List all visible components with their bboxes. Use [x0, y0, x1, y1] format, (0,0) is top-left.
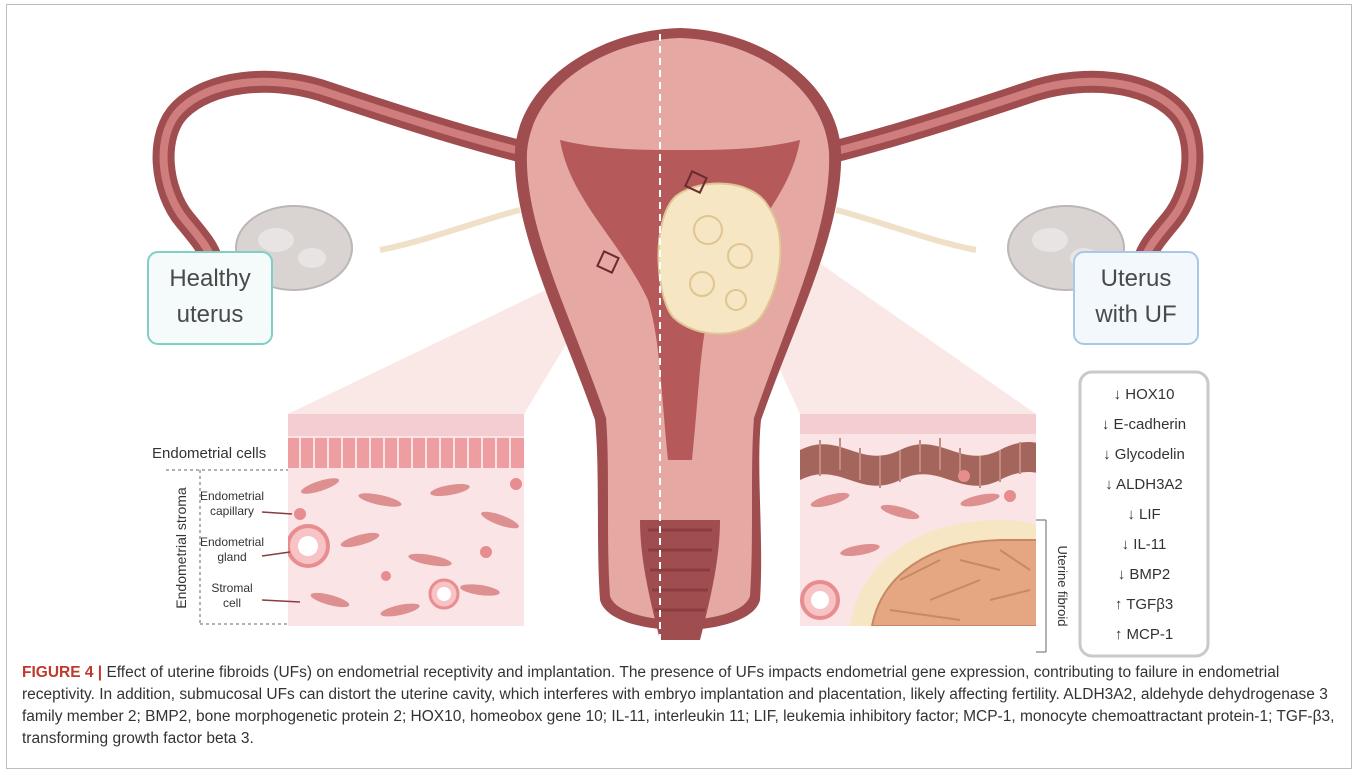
gene-item: ↓ IL-11 — [1122, 536, 1167, 553]
gene-item: ↓ LIF — [1127, 506, 1160, 523]
gland-pointer — [262, 552, 290, 556]
gene-item: ↑ MCP-1 — [1115, 626, 1173, 643]
stromal-cell-label-line1: Stromal — [211, 581, 252, 595]
endometrial-cells-label: Endometrial cells — [152, 445, 266, 462]
uterine-fibroid-label: Uterine fibroid — [1055, 546, 1070, 627]
uterus — [515, 28, 841, 640]
gland-label-line2: gland — [217, 550, 246, 564]
stromal-cell-label-line2: cell — [223, 596, 241, 610]
healthy-tissue-panel — [288, 414, 524, 626]
gene-item: ↑ TGFβ3 — [1115, 596, 1173, 613]
capillary-label-line1: Endometrial — [200, 489, 264, 503]
ovarian-ligament-left — [380, 210, 520, 250]
gene-item: ↓ E-cadherin — [1102, 416, 1186, 433]
caption-text: Effect of uterine fibroids (UFs) on endo… — [22, 664, 1334, 747]
capillary-label-line2: capillary — [210, 504, 254, 518]
gene-item: ↓ Glycodelin — [1103, 446, 1185, 463]
fibroid — [658, 184, 780, 334]
healthy-label-line2: uterus — [177, 301, 244, 328]
figure-caption: FIGURE 4 | Effect of uterine fibroids (U… — [22, 662, 1342, 750]
healthy-label-line1: Healthy — [169, 265, 250, 292]
ovarian-ligament-right — [836, 210, 976, 250]
caption-lead: FIGURE 4 | — [22, 664, 102, 681]
endometrial-stroma-label: Endometrial stroma — [173, 487, 189, 609]
uterine-fibroid-diagram: Healthy uterus Uterus with UF Endometria… — [0, 0, 1358, 660]
gene-item: ↓ HOX10 — [1114, 386, 1175, 403]
gene-item: ↓ BMP2 — [1118, 566, 1171, 583]
uf-tissue-panel — [800, 414, 1040, 626]
gene-item: ↓ ALDH3A2 — [1105, 476, 1183, 493]
uf-label-line1: Uterus — [1101, 265, 1172, 292]
capillary-pointer — [262, 512, 292, 514]
gland-label-line1: Endometrial — [200, 535, 264, 549]
uf-label-line2: with UF — [1094, 301, 1176, 328]
